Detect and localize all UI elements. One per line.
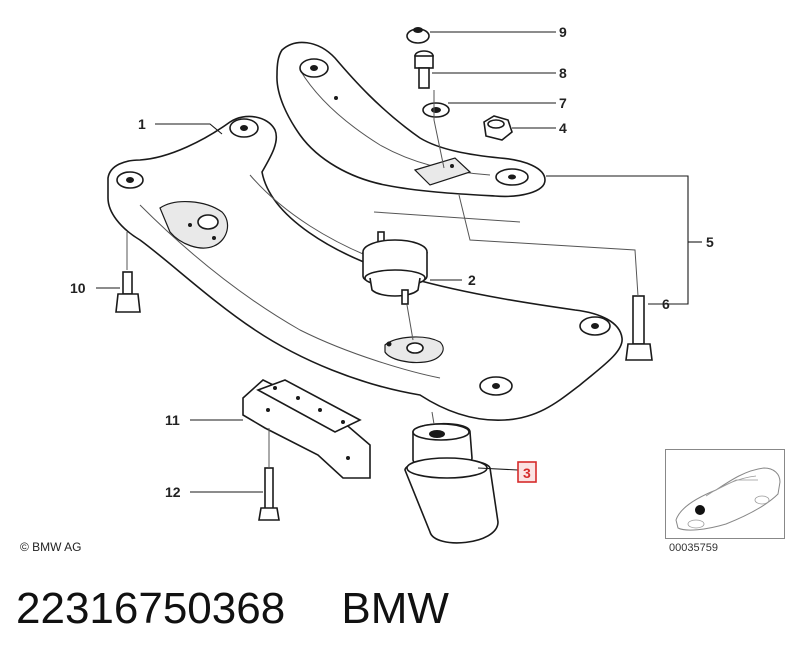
callout-6: 6 — [662, 296, 670, 312]
callout-5: 5 — [706, 234, 714, 250]
part-7-washer — [422, 102, 450, 118]
assembly-guide-lines — [126, 90, 639, 468]
callout-3-highlight-box — [517, 461, 537, 483]
callout-8: 8 — [559, 65, 567, 81]
part-9-nut — [406, 27, 430, 44]
copyright-note: © BMW AG — [20, 540, 82, 554]
car-outline-icon — [675, 467, 781, 531]
leader-lines — [96, 31, 702, 493]
part-10-bolt — [115, 271, 141, 313]
part-12-bolt — [258, 467, 280, 521]
part-8-bolt — [414, 50, 434, 89]
callout-labels: 1 2 3 4 5 6 7 8 9 10 11 12 — [70, 24, 714, 500]
callout-4: 4 — [559, 120, 567, 136]
part-3-bushing — [404, 422, 499, 544]
vehicle-locator-inset — [665, 449, 785, 539]
part-caption: 22316750368 BMW — [16, 584, 449, 634]
callout-7: 7 — [559, 95, 567, 111]
callout-9: 9 — [559, 24, 567, 40]
brand-name: BMW — [341, 584, 449, 633]
location-marker-icon — [695, 505, 705, 515]
callout-3: 3 — [523, 465, 531, 481]
callout-12: 12 — [165, 484, 181, 500]
part-11-spacer-bar — [242, 379, 371, 479]
part-4-nut — [483, 115, 513, 141]
callout-10: 10 — [70, 280, 86, 296]
callout-2: 2 — [468, 272, 476, 288]
callout-11: 11 — [165, 412, 180, 428]
image-reference-number: 00035759 — [669, 542, 718, 554]
part-6-bolt — [625, 295, 653, 361]
part-number: 22316750368 — [16, 584, 286, 633]
part-2-rubber-mount — [362, 231, 428, 305]
part-5-support-bracket — [276, 41, 546, 198]
callout-1: 1 — [138, 116, 146, 132]
